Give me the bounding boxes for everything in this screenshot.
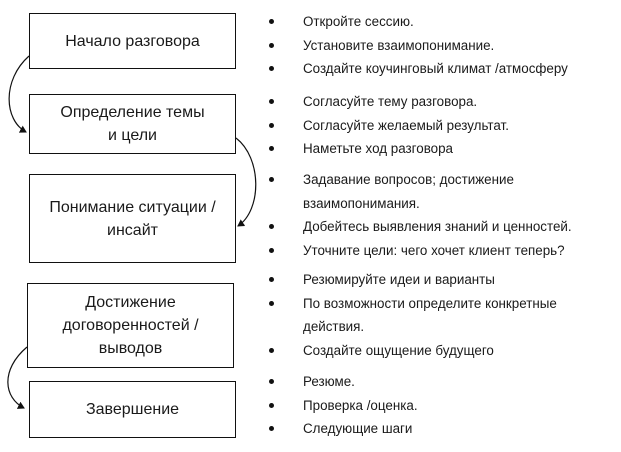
step-label-topic-goal: Определение темы и цели bbox=[60, 104, 205, 144]
bullet-item: Наметьте ход разговора bbox=[266, 137, 618, 161]
connector-arrow-1-2 bbox=[8, 55, 30, 133]
bullet-item: Проверка /оценка. bbox=[266, 394, 618, 418]
step-box-opening: Начало разговора bbox=[29, 13, 236, 69]
bullet-item: Уточните цели: чего хочет клиент теперь? bbox=[266, 239, 618, 263]
bullet-item: Согласуйте желаемый результат. bbox=[266, 114, 618, 138]
step-label-insight: Понимание ситуации / инсайт bbox=[49, 198, 216, 239]
bullet-item: Откройте сессию. bbox=[266, 10, 618, 34]
bullet-list-agreements: Резюмируйте идеи и варианты По возможнос… bbox=[266, 268, 618, 362]
bullet-item: Резюмируйте идеи и варианты bbox=[266, 268, 618, 292]
step-label-agreements: Достижение договоренностей / выводов bbox=[62, 294, 199, 357]
step-label-closing: Завершение bbox=[85, 401, 180, 418]
bullet-item: Добейтесь выявления знаний и ценностей. bbox=[266, 215, 618, 239]
bullet-list-opening: Откройте сессию. Установите взаимопонима… bbox=[266, 10, 618, 81]
bullet-list-closing: Резюме. Проверка /оценка. Следующие шаги bbox=[266, 370, 618, 441]
bullet-item: Следующие шаги bbox=[266, 417, 618, 441]
bullet-item: Создайте коучинговый климат /атмосферу bbox=[266, 57, 618, 81]
bullet-item: По возможности определите конкретные дей… bbox=[266, 292, 618, 339]
bullet-item: Согласуйте тему разговора. bbox=[266, 90, 618, 114]
step-label-opening: Начало разговора bbox=[65, 32, 200, 50]
bullet-item: Резюме. bbox=[266, 370, 618, 394]
step-box-topic-goal: Определение темы и цели bbox=[29, 94, 236, 154]
step-box-agreements: Достижение договоренностей / выводов bbox=[27, 283, 234, 368]
bullet-list-topic-goal: Согласуйте тему разговора. Согласуйте же… bbox=[266, 90, 618, 161]
step-box-closing: Завершение bbox=[29, 381, 236, 438]
bullet-list-insight: Задавание вопросов; достижение взаимопон… bbox=[266, 168, 618, 262]
step-box-insight: Понимание ситуации / инсайт bbox=[29, 174, 236, 263]
connector-arrow-2-3 bbox=[235, 137, 257, 227]
bullet-item: Создайте ощущение будущего bbox=[266, 339, 618, 363]
bullet-item: Установите взаимопонимание. bbox=[266, 34, 618, 58]
bullet-item: Задавание вопросов; достижение взаимопон… bbox=[266, 168, 618, 215]
connector-arrow-4-5 bbox=[7, 346, 28, 409]
